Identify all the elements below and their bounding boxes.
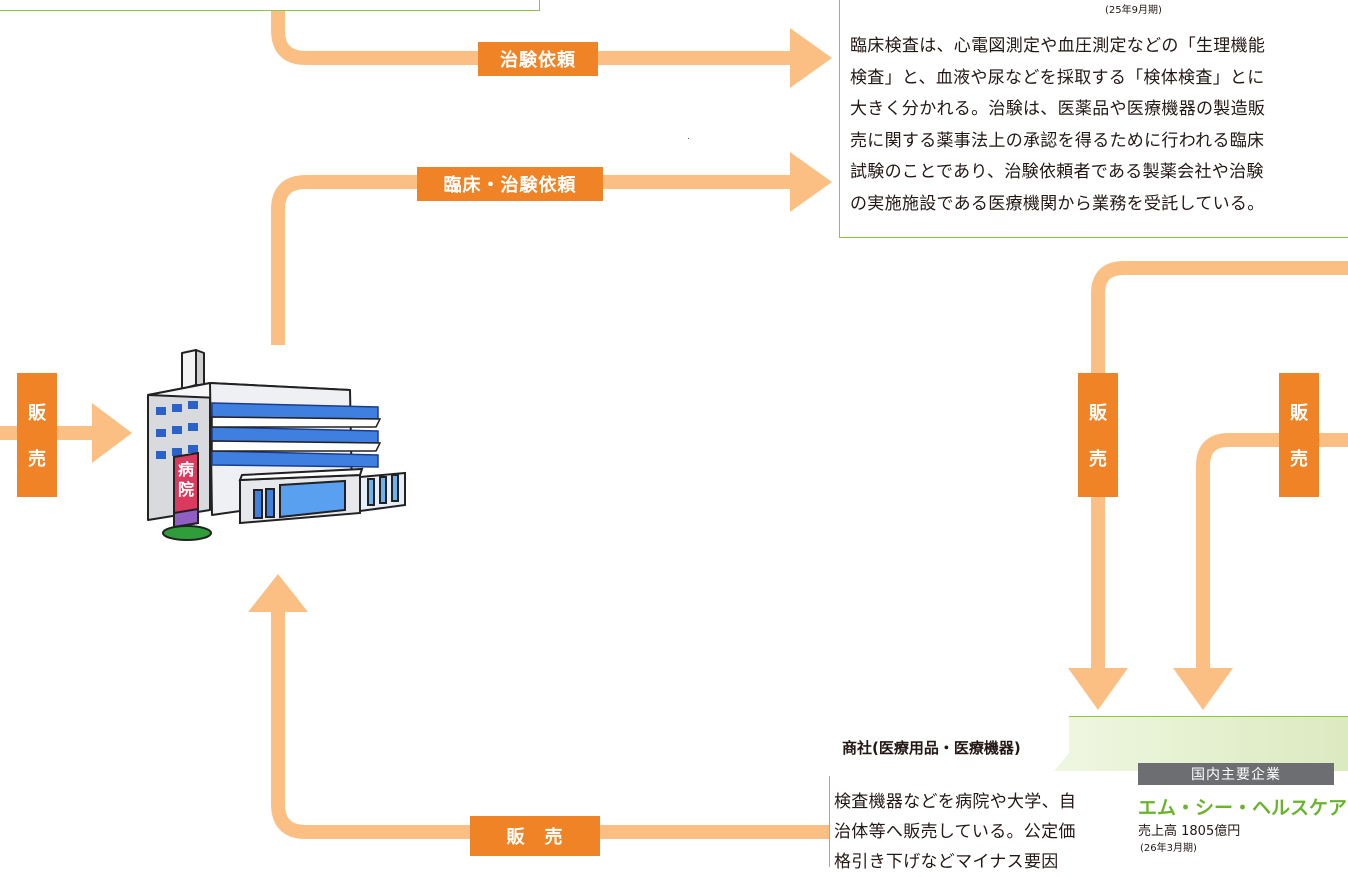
trading-desc-line: 検査機器などを病院や大学、自 (834, 792, 1077, 812)
arrow-head-bottom-up (248, 574, 308, 612)
company-period: (26年3月期) (1140, 843, 1197, 854)
trial-request-label: 治験依頼 (478, 42, 598, 76)
sales-far-char: 売 (1290, 449, 1308, 470)
trading-desc-line: 治体等へ販売している。公定価 (834, 822, 1076, 842)
desc-line: 臨床検査は、心電図測定や血圧測定などの「生理機能 (850, 36, 1266, 56)
trading-description: 検査機器などを病院や大学、自 治体等へ販売している。公定価 格引き下げなどマイナ… (834, 787, 1124, 877)
sales-left-char: 売 (28, 449, 46, 470)
sales-left-char: 販 (28, 403, 46, 424)
trading-company-panel: 商社(医療用品・医療機器) 検査機器などを病院や大学、自 治体等へ販売している。… (829, 716, 1348, 872)
arrow-head-clinical (790, 152, 832, 212)
dot (688, 138, 689, 139)
sales-bottom-label: 販 売 (470, 816, 600, 856)
desc-line: 試験のことであり、治験依頼者である製薬会社や治験 (850, 162, 1264, 182)
sales-mid-right-label: 販 売 (1078, 373, 1118, 497)
sales-far-right-label: 販 売 (1279, 373, 1319, 497)
desc-line: 大きく分かれる。治験は、医薬品や医療機器の製造販 (850, 99, 1266, 119)
panel-title: 商社(医療用品・医療機器) (842, 739, 1021, 757)
arrow-head-left-sales (92, 403, 132, 463)
company-name: エム・シー・ヘルスケア (1138, 797, 1348, 819)
panel-title-tab (829, 716, 1069, 776)
desc-line: 検査」と、血液や尿などを採取する「検体検査」とに (850, 67, 1265, 88)
arrow-head-mid-down (1068, 668, 1128, 710)
sales-mid-char: 販 (1089, 403, 1107, 424)
hospital-sign-char: 病 (178, 460, 194, 479)
flow-arrows (0, 0, 1348, 839)
desc-line: の実施施設である医療機関から業務を受託している。 (850, 193, 1265, 214)
arrow-head-trial (790, 28, 832, 88)
period-label: (25年9月期) (1105, 5, 1162, 16)
major-company-label: 国内主要企業 (1138, 763, 1334, 785)
clinical-trial-request-label: 臨床・治験依頼 (417, 167, 603, 201)
hospital-illustration: 病 院 (147, 349, 406, 541)
desc-line: 売に関する薬事法上の承認を得るために行われる臨床 (850, 130, 1265, 151)
top-left-box (0, 0, 540, 11)
sales-left-label: 販 売 (17, 373, 57, 497)
sales-far-char: 販 (1290, 403, 1308, 424)
sales-mid-char: 売 (1089, 449, 1107, 470)
clinical-testing-panel: (25年9月期) 臨床検査は、心電図測定や血圧測定などの「生理機能 検査」と、血… (839, 0, 1348, 238)
clinical-description: 臨床検査は、心電図測定や血圧測定などの「生理機能 検査」と、血液や尿などを採取す… (850, 31, 1348, 220)
hospital-sign-char: 院 (178, 480, 194, 499)
company-revenue: 売上高 1805億円 (1138, 824, 1241, 839)
arrow-head-right-down (1173, 668, 1233, 710)
trading-desc-line: 格引き下げなどマイナス要因 (834, 852, 1059, 872)
